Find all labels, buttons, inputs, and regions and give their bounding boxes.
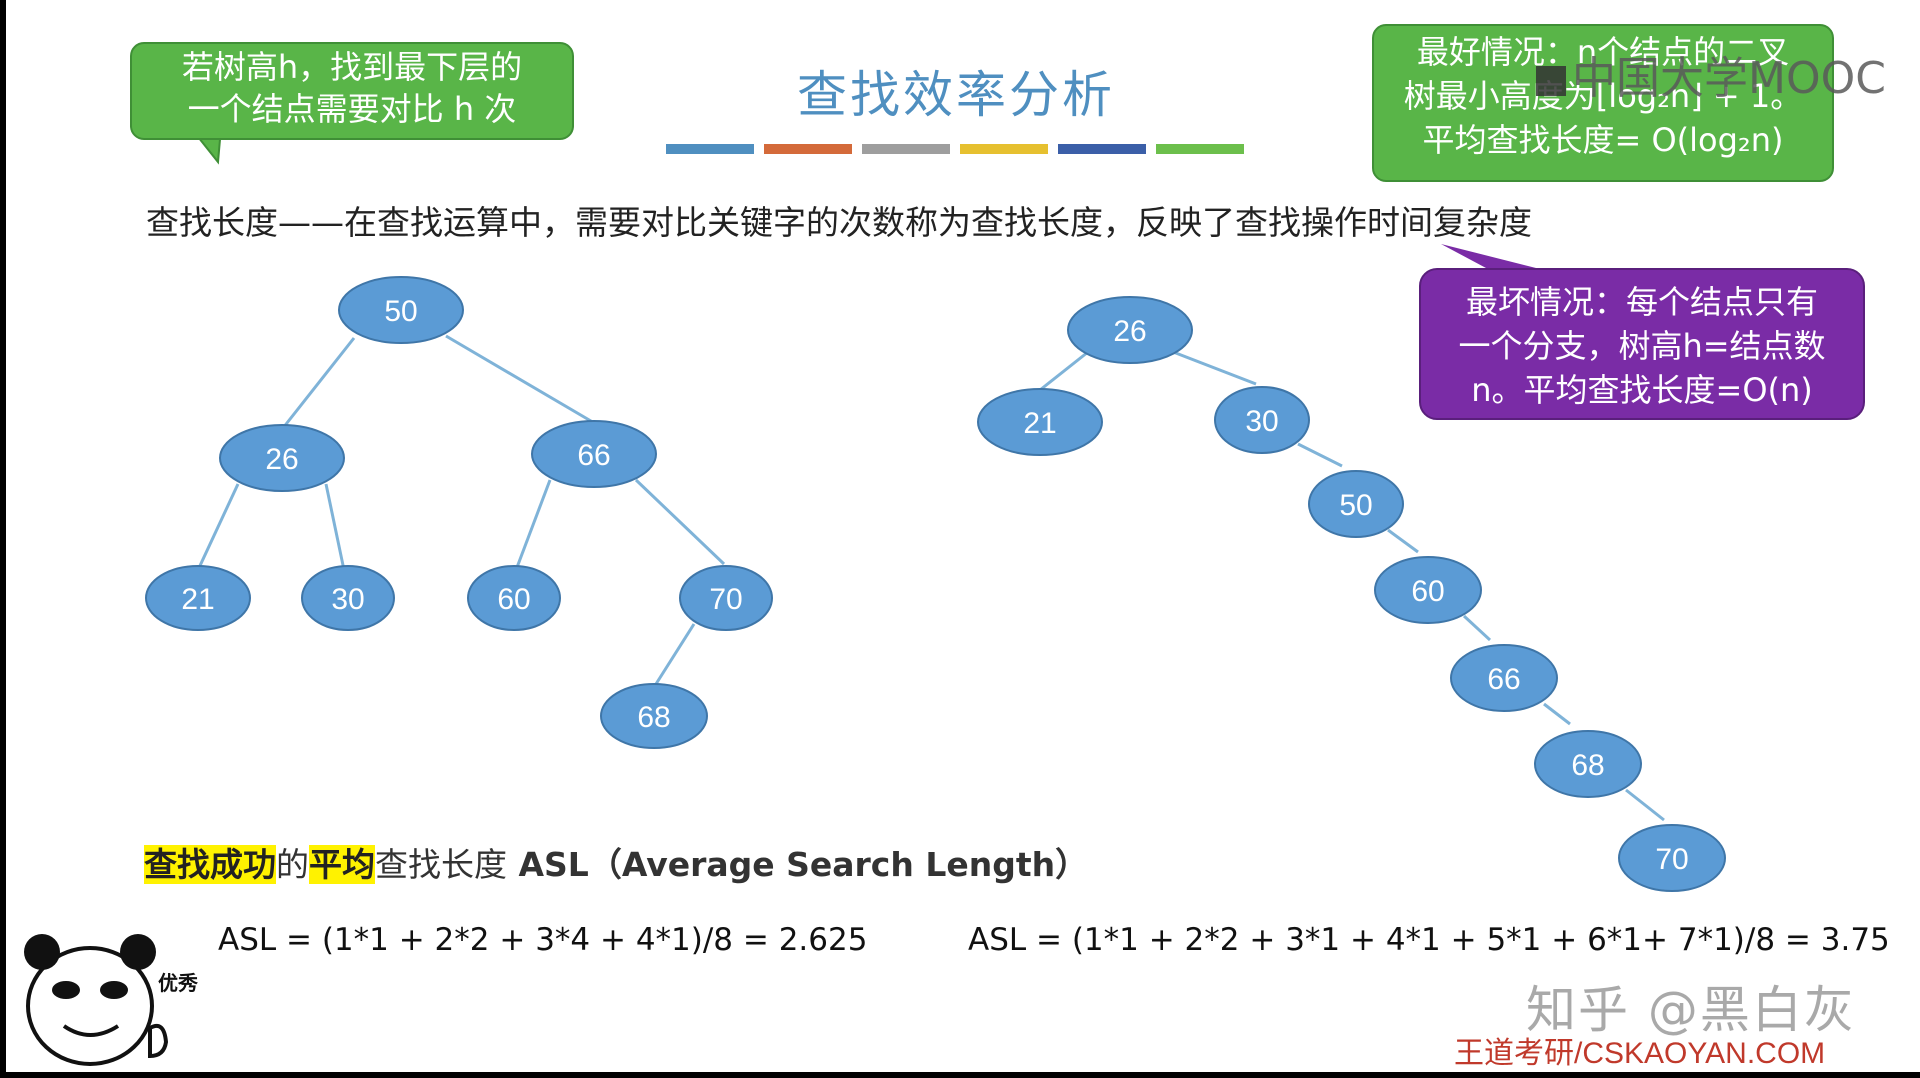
slide-title: 查找效率分析 — [797, 66, 1115, 124]
color-bar-segment — [1156, 144, 1244, 154]
tree-edge — [634, 478, 726, 566]
tree-edge — [196, 483, 240, 571]
callout-line: 若树高h，找到最下层的 — [181, 48, 523, 86]
tree-node: 30 — [1214, 386, 1310, 454]
tree-edge — [1297, 442, 1343, 468]
tree-edge — [445, 334, 597, 426]
tree-node-label: 26 — [1113, 315, 1146, 348]
tree-node: 70 — [679, 565, 773, 631]
tree-edge — [1167, 348, 1257, 386]
mooc-logo-text: 中国大学MOOC — [1572, 53, 1886, 104]
tree-edge — [324, 483, 346, 571]
highlight-text: 平均 — [309, 845, 375, 884]
tree-node-label: 66 — [1487, 663, 1520, 696]
callout-worst-case: 最坏情况：每个结点只有 一个分支，树高h=结点数 n。平均查找长度=O(n) — [1419, 268, 1865, 420]
heading-acronym: ASL — [507, 845, 589, 884]
highlight-text: 查找成功 — [144, 845, 276, 884]
tree-node-label: 60 — [1411, 575, 1444, 608]
tree-node-label: 50 — [1339, 489, 1372, 522]
tree-node: 50 — [1308, 470, 1404, 538]
color-bar-segment — [1058, 144, 1146, 154]
tree-node: 26 — [219, 424, 345, 492]
heading-text: 查找长度 — [375, 845, 507, 884]
callout-line: 平均查找长度= O(log₂n) — [1422, 121, 1784, 159]
panda-label: 优秀 — [158, 971, 198, 995]
callout-line: 一个分支，树高h=结点数 — [1458, 327, 1826, 365]
tree-node-label: 70 — [1655, 843, 1688, 876]
tree-node-label: 30 — [1245, 405, 1278, 438]
tree-edge — [654, 623, 696, 685]
trees-diagram: 50 26 66 21 30 60 70 68 26 21 30 50 60 6… — [145, 115, 1779, 892]
callout-line: 最坏情况：每个结点只有 — [1465, 283, 1818, 321]
asl-formula-skewed: ASL = (1*1 + 2*2 + 3*1 + 4*1 + 5*1 + 6*1… — [968, 922, 1890, 958]
zhihu-watermark: 知乎 @黑白灰 — [1526, 981, 1856, 1039]
tree-node: 50 — [338, 276, 464, 344]
color-bar-segment — [764, 144, 852, 154]
tree-node-label: 68 — [637, 701, 670, 734]
balanced-tree: 50 26 66 21 30 60 70 68 — [145, 276, 773, 749]
tree-node-label: 21 — [1023, 407, 1056, 440]
tree-edge — [1543, 702, 1571, 726]
color-bar-segment — [960, 144, 1048, 154]
tree-node: 21 — [145, 565, 251, 631]
callout-line: 一个结点需要对比 h 次 — [187, 90, 517, 128]
tree-node: 68 — [600, 683, 708, 749]
skewed-tree: 26 21 30 50 60 66 68 70 — [977, 296, 1726, 892]
tree-node-label: 68 — [1571, 749, 1604, 782]
tree-edge — [514, 479, 552, 571]
mooc-logo-icon — [1536, 66, 1566, 96]
search-length-definition: 查找长度——在查找运算中，需要对比关键字的次数称为查找长度，反映了查找操作时间复… — [146, 203, 1532, 242]
tree-node-label: 66 — [577, 439, 610, 472]
tree-edge — [281, 337, 356, 429]
heading-english: （Average Search Length） — [588, 845, 1089, 884]
wangdao-footer: 王道考研/CSKAOYAN.COM — [1454, 1037, 1826, 1070]
tree-node: 66 — [1450, 644, 1558, 712]
callout-best-case: 最好情况：n个结点的二叉 树最小高度为⌊log₂n⌋ + 1。 平均查找长度= … — [1372, 24, 1834, 182]
tree-edge — [1462, 614, 1492, 642]
color-bar-segment — [862, 144, 950, 154]
tree-node-label: 60 — [497, 583, 530, 616]
tree-node: 66 — [531, 420, 657, 488]
callout-line: 最好情况：n个结点的二叉 — [1416, 33, 1790, 71]
tree-edge — [1625, 788, 1665, 822]
callout-purple-tail — [1441, 244, 1536, 268]
tree-edge — [1039, 350, 1089, 392]
asl-heading: 查找成功的平均查找长度 ASL（Average Search Length） — [144, 838, 1088, 886]
tree-node: 60 — [1374, 556, 1482, 624]
callout-formula: ⌊log₂n⌋ + 1。 — [1595, 77, 1803, 115]
callout-line: n。平均查找长度=O(n) — [1471, 371, 1813, 409]
asl-formula-balanced: ASL = (1*1 + 2*2 + 3*4 + 4*1)/8 = 2.625 — [218, 922, 868, 958]
mooc-logo: 中国大学MOOC — [1536, 42, 1886, 106]
heading-text: 的 — [276, 845, 309, 884]
tree-node: 60 — [467, 565, 561, 631]
color-bar-segment — [666, 144, 754, 154]
callout-tree-height: 若树高h，找到最下层的 一个结点需要对比 h 次 — [130, 42, 574, 140]
tree-node-label: 30 — [331, 583, 364, 616]
tree-node: 26 — [1067, 296, 1193, 364]
tree-node-label: 50 — [384, 295, 417, 328]
tree-edge — [1387, 528, 1419, 554]
tree-node-label: 21 — [181, 583, 214, 616]
tree-node: 21 — [977, 388, 1103, 456]
tree-node: 68 — [1534, 730, 1642, 798]
slide: 查找效率分析 查找长度——在查找运算中，需要对比关键字的次数称为查找长度，反映了… — [6, 0, 1920, 1072]
tree-node-label: 70 — [709, 583, 742, 616]
tree-node: 70 — [1618, 824, 1726, 892]
tree-node: 30 — [301, 565, 395, 631]
tree-node-label: 26 — [265, 443, 298, 476]
panda-meme-sticker: 优秀 — [20, 928, 210, 1068]
panda-face-icon: 优秀 — [24, 934, 198, 1066]
